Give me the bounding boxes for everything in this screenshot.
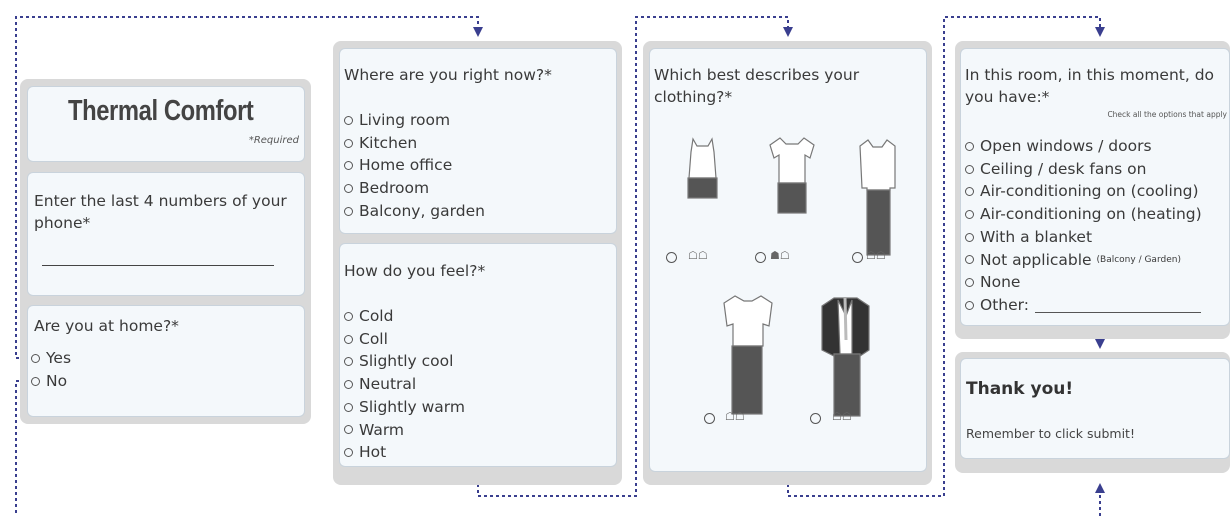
radio-icon[interactable] [344, 379, 353, 389]
location-card: Where are you right now?* Living room Ki… [339, 48, 617, 234]
home-card: Are you at home?* Yes No [27, 305, 305, 417]
outfit-radio-2[interactable] [755, 252, 766, 263]
phone-card: Enter the last 4 numbers of your phone* [27, 172, 305, 296]
radio-icon[interactable] [344, 357, 353, 367]
required-note: *Required [248, 135, 299, 146]
radio-icon[interactable] [344, 334, 353, 344]
radio-icon[interactable] [31, 376, 40, 386]
feeling-option[interactable]: Coll [344, 328, 465, 351]
header-card: Thermal Comfort *Required [27, 86, 305, 162]
location-question: Where are you right now?* [344, 66, 552, 84]
home-options: Yes No [31, 347, 71, 392]
checkbox-icon[interactable] [965, 255, 974, 265]
shoes-icon: ☖☖ [866, 249, 886, 262]
sneakers-icon: ☗☖ [770, 249, 790, 262]
radio-icon[interactable] [344, 138, 353, 148]
checkbox-icon[interactable] [965, 209, 974, 219]
outfit-radio-5[interactable] [810, 413, 821, 424]
radio-icon[interactable] [344, 311, 353, 321]
room-option[interactable]: Open windows / doors [965, 135, 1202, 158]
checkbox-icon[interactable] [965, 164, 974, 174]
feeling-option[interactable]: Neutral [344, 373, 465, 396]
clothing-card: Which best describes your clothing?* [649, 48, 927, 472]
room-card: In this room, in this moment, do you hav… [960, 48, 1230, 326]
checkbox-icon[interactable] [965, 141, 974, 151]
phone-question: Enter the last 4 numbers of your phone* [34, 192, 287, 232]
room-hint: Check all the options that apply [1107, 110, 1227, 119]
radio-icon[interactable] [344, 115, 353, 125]
home-option-yes[interactable]: Yes [31, 347, 71, 370]
radio-icon[interactable] [344, 206, 353, 216]
radio-icon[interactable] [344, 425, 353, 435]
location-option[interactable]: Living room [344, 109, 485, 132]
shoes-icon: ☖☖ [832, 410, 852, 423]
feeling-option[interactable]: Hot [344, 441, 465, 464]
feeling-card: How do you feel?* Cold Coll Slightly coo… [339, 243, 617, 467]
feeling-question: How do you feel?* [344, 262, 486, 280]
thanks-message: Remember to click submit! [966, 426, 1135, 441]
feeling-option[interactable]: Slightly cool [344, 350, 465, 373]
checkbox-icon[interactable] [965, 187, 974, 197]
form-title: Thermal Comfort [68, 95, 254, 127]
radio-icon[interactable] [344, 161, 353, 171]
room-question: In this room, in this moment, do you hav… [965, 66, 1215, 106]
room-option[interactable]: Air-conditioning on (cooling) [965, 180, 1202, 203]
radio-icon[interactable] [344, 402, 353, 412]
not-applicable-note: (Balcony / Garden) [1096, 254, 1181, 265]
radio-icon[interactable] [344, 183, 353, 193]
outfit-radio-1[interactable] [666, 252, 677, 263]
room-options: Open windows / doors Ceiling / desk fans… [965, 135, 1202, 317]
other-input[interactable] [1034, 298, 1201, 313]
room-option[interactable]: Not applicable (Balcony / Garden) [965, 249, 1202, 272]
outfit-radio-4[interactable] [704, 413, 715, 424]
room-option[interactable]: Air-conditioning on (heating) [965, 203, 1202, 226]
radio-icon[interactable] [344, 448, 353, 458]
phone-input[interactable] [42, 265, 274, 266]
checkbox-icon[interactable] [965, 278, 974, 288]
thanks-card: Thank you! Remember to click submit! [960, 358, 1230, 459]
room-option[interactable]: Ceiling / desk fans on [965, 158, 1202, 181]
home-question: Are you at home?* [34, 317, 179, 335]
feeling-option[interactable]: Cold [344, 305, 465, 328]
location-option[interactable]: Balcony, garden [344, 200, 485, 223]
outfit-radio-3[interactable] [852, 252, 863, 263]
room-option[interactable]: With a blanket [965, 226, 1202, 249]
thanks-title: Thank you! [966, 379, 1074, 399]
home-option-no[interactable]: No [31, 370, 71, 393]
shoes-icon: ☖☖ [725, 410, 745, 423]
location-option[interactable]: Bedroom [344, 177, 485, 200]
sandals-icon: ☖☖ [688, 249, 708, 262]
clothing-question: Which best describes your clothing?* [654, 66, 860, 106]
location-options: Living room Kitchen Home office Bedroom … [344, 109, 485, 223]
checkbox-icon[interactable] [965, 232, 974, 242]
room-option[interactable]: None [965, 271, 1202, 294]
location-option[interactable]: Kitchen [344, 132, 485, 155]
feeling-option[interactable]: Slightly warm [344, 396, 465, 419]
feeling-option[interactable]: Warm [344, 419, 465, 442]
room-option-other[interactable]: Other: [965, 294, 1202, 317]
checkbox-icon[interactable] [965, 300, 974, 310]
location-option[interactable]: Home office [344, 154, 485, 177]
feeling-options: Cold Coll Slightly cool Neutral Slightly… [344, 305, 465, 464]
radio-icon[interactable] [31, 353, 40, 363]
